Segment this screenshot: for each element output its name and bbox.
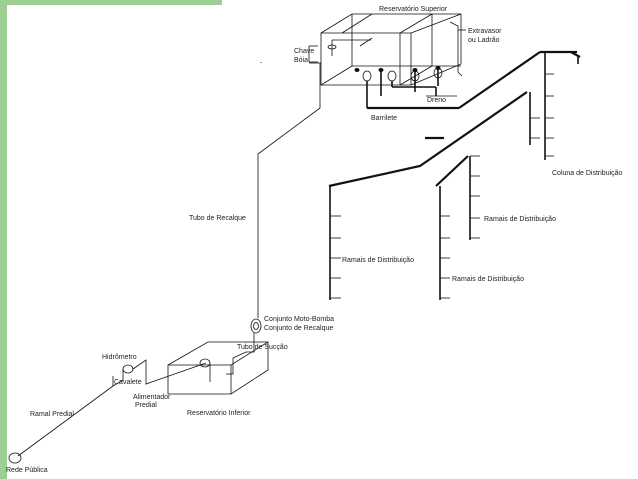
recalque-pipe: [257, 62, 321, 318]
label-dreno: Dreno: [427, 97, 446, 104]
label-hidrometro: Hidrômetro: [102, 354, 137, 361]
overflow-pipe: [449, 21, 466, 77]
label-boia: Bóia: [294, 57, 308, 64]
label-tubo-recalque: Tubo de Recalque: [189, 215, 246, 222]
label-extravasor: Extravasor: [468, 28, 502, 35]
label-barrilete: Barrilete: [371, 115, 397, 122]
label-predial: Predial: [135, 402, 157, 409]
label-conjunto-recalque: Conjunto de Recalque: [264, 325, 333, 332]
label-ramal-predial: Ramal Predial: [30, 411, 74, 418]
reservoir-outlets: [354, 66, 443, 108]
lower-reservoir: [167, 341, 269, 395]
frame-top-bar: [0, 0, 222, 5]
label-ramais-distribuicao-2: Ramais de Distribuição: [342, 257, 414, 264]
label-ou-ladrao: ou Ladrão: [468, 37, 500, 44]
frame-left-bar: [0, 0, 7, 479]
label-reservatorio-superior: Reservatório Superior: [379, 6, 448, 13]
label-tubo-succao: Tubo de Sucção: [237, 344, 288, 351]
label-ramais-distribuicao-1: Ramais de Distribuição: [484, 216, 556, 223]
label-chave: Chave: [294, 48, 314, 55]
cavalete: [112, 359, 207, 387]
label-coluna-distribuicao: Coluna de Distribuição: [552, 170, 623, 177]
drain-pipe: [392, 86, 457, 97]
label-ramais-distribuicao-3: Ramais de Distribuição: [452, 276, 524, 283]
upper-reservoir: [320, 13, 462, 86]
distribution-columns: [329, 52, 579, 300]
label-conjunto-moto-bomba: Conjunto Moto-Bomba: [264, 316, 334, 323]
distribution-mains: [328, 50, 581, 188]
float-valve: [308, 37, 373, 64]
label-rede-publica: Rede Pública: [6, 467, 48, 474]
ramal-predial: [8, 385, 114, 464]
label-reservatorio-inferior: Reservatório Inferior: [187, 410, 251, 417]
label-cavalete: Cavalete: [114, 379, 142, 386]
label-alimentador: Alimentador: [133, 394, 171, 401]
pump: [226, 318, 262, 375]
